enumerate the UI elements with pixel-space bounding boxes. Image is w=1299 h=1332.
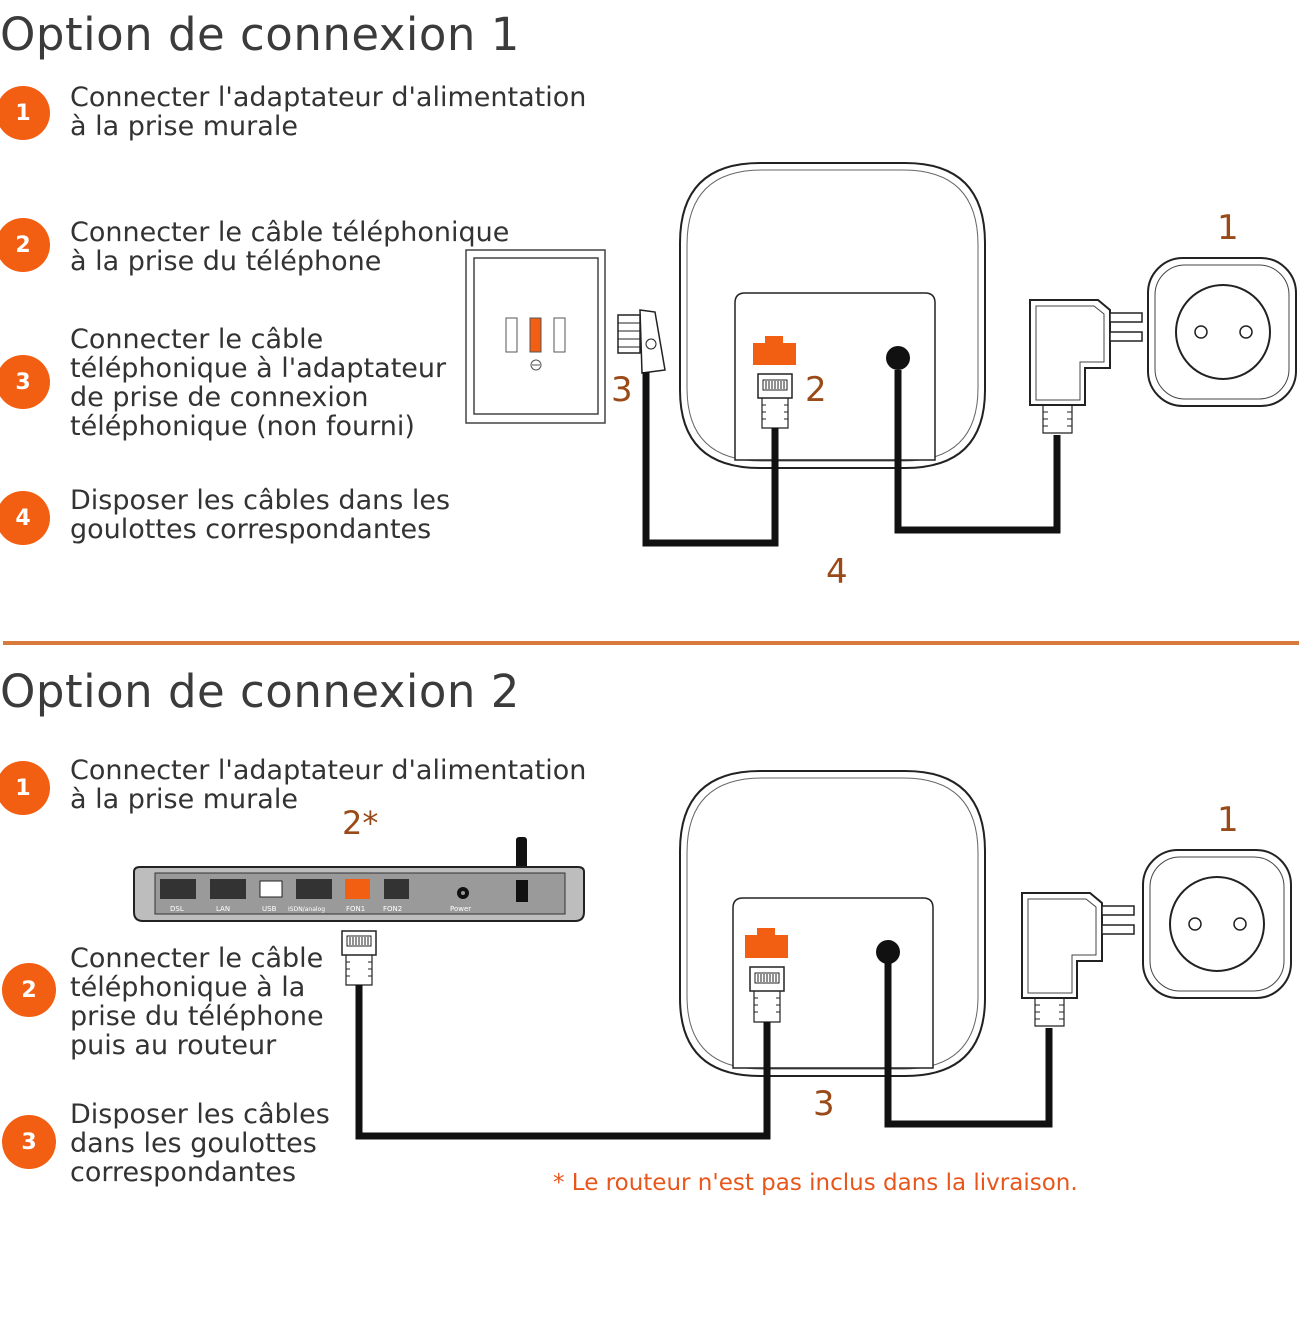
wall-outlet	[1147, 257, 1297, 407]
router-port-dsl: DSL	[170, 905, 184, 913]
option2-step-2-text: Connecter le câble téléphonique à la pri…	[70, 943, 324, 1061]
option1-step-4-text: Disposer les câbles dans les goulottes c…	[70, 485, 451, 545]
option2-title: Option de connexion 2	[0, 665, 520, 718]
option1-step-1: 1	[0, 84, 50, 140]
step-badge: 1	[0, 86, 50, 140]
rj11-plug-base	[749, 966, 785, 1023]
power-adapter-2	[1021, 892, 1135, 1027]
option1-step-3: 3	[0, 355, 50, 409]
label-outlet-2: 1	[1217, 800, 1239, 840]
label-outlet: 1	[1217, 208, 1239, 248]
label-cables-2: 3	[813, 1084, 835, 1124]
phone-cable	[642, 372, 779, 547]
option1-step-2-text: Connecter le câble téléphonique à la pri…	[70, 217, 510, 277]
step-badge: 2	[2, 963, 56, 1017]
step-badge: 2	[0, 218, 50, 272]
label-router: 2*	[342, 804, 379, 842]
option2-step-2: 2	[0, 963, 56, 1017]
rj11-plug-router	[341, 930, 377, 986]
router-port-fon2: FON2	[383, 905, 402, 913]
power-cable-2	[884, 962, 1053, 1128]
wall-outlet-2	[1142, 849, 1292, 999]
power-jack-2	[876, 940, 900, 964]
option2-step-3: 3	[0, 1115, 56, 1169]
step-badge: 1	[0, 761, 50, 815]
phone-port	[753, 336, 796, 365]
router-port-power: Power	[450, 905, 471, 913]
router-port-fon1: FON1	[346, 905, 365, 913]
step-badge: 4	[0, 491, 50, 545]
option1-step-1-text: Connecter l'adaptateur d'alimentation à …	[70, 82, 587, 142]
label-phone-port: 2	[805, 370, 827, 410]
tae-plug	[617, 309, 666, 374]
step-badge: 3	[0, 355, 50, 409]
phone-cable-2	[355, 985, 771, 1140]
step-badge: 3	[2, 1115, 56, 1169]
router-port-lan: LAN	[216, 905, 230, 913]
section-divider	[3, 641, 1299, 645]
wall-phone-jack	[465, 249, 606, 424]
power-cable	[894, 370, 1061, 534]
option2-step-1-text: Connecter l'adaptateur d'alimentation à …	[70, 755, 587, 815]
option1-step-2: 2	[0, 218, 50, 272]
label-cables: 4	[826, 552, 848, 592]
phone-port-2	[745, 928, 788, 958]
option2-step-1: 1	[0, 761, 50, 815]
option2-step-3-text: Disposer les câbles dans les goulottes c…	[70, 1099, 330, 1188]
router-not-included-note: * Le routeur n'est pas inclus dans la li…	[553, 1170, 1078, 1196]
option1-step-4: 4	[0, 491, 50, 545]
router: DSL LAN USB ISDN/analog FON1 FON2 Power	[133, 837, 585, 922]
router-port-usb: USB	[262, 905, 277, 913]
label-wall-jack: 3	[611, 370, 633, 410]
option1-step-3-text: Connecter le câble téléphonique à l'adap…	[70, 324, 447, 442]
router-port-isdn: ISDN/analog	[288, 906, 325, 913]
power-adapter	[1029, 299, 1143, 434]
power-jack	[886, 346, 910, 370]
option1-title: Option de connexion 1	[0, 8, 520, 61]
